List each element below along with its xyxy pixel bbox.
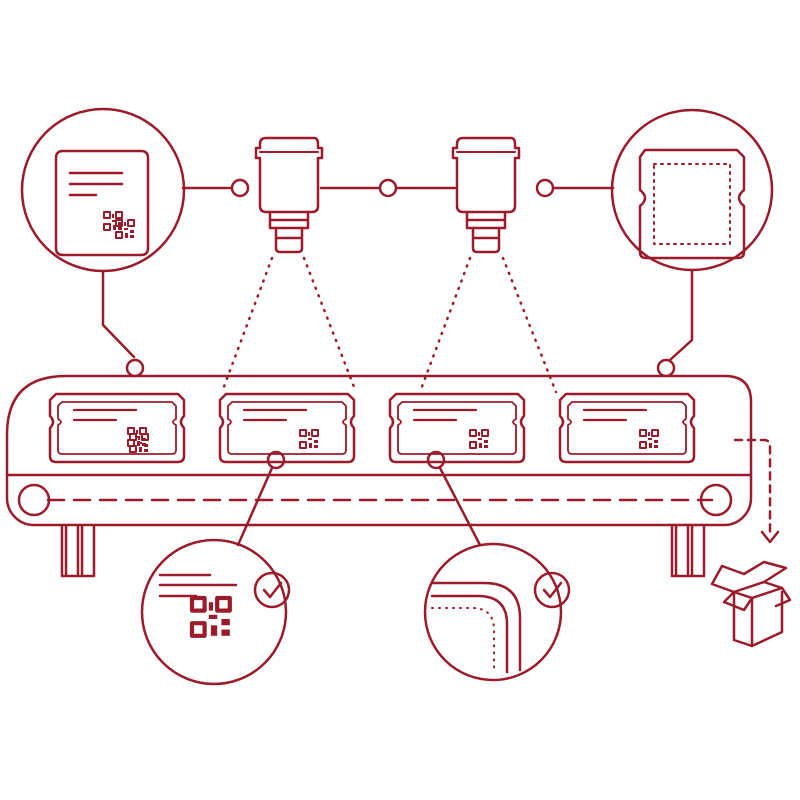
right-roller [699, 483, 733, 517]
qr-check-callout [140, 450, 291, 686]
camera-1-field-of-view [220, 256, 358, 394]
belt-label-2 [218, 392, 356, 464]
machine-vision-camera-icon [254, 136, 324, 214]
edge-corner-inner [430, 594, 509, 674]
label-input-callout [20, 107, 186, 378]
camera-2 [451, 136, 521, 254]
left-roller [17, 483, 51, 517]
open-box-icon [710, 560, 792, 648]
camera-1 [254, 136, 324, 254]
edge-check-callout [423, 450, 571, 682]
qr-code-icon [299, 429, 319, 449]
belt-outline [5, 374, 753, 527]
conveyor-belt [5, 374, 753, 578]
label-sheet-icon [54, 149, 150, 257]
qr-code-icon [192, 598, 230, 636]
edge-corner-dotted [431, 607, 495, 669]
belt-label-4 [558, 392, 696, 464]
die-cut-outline-icon [638, 148, 746, 260]
machine-vision-camera-icon [451, 136, 521, 214]
camera-2-field-of-view [418, 256, 558, 394]
qr-code-icon [639, 429, 659, 449]
output-arrow [733, 438, 780, 544]
camera-link [181, 178, 615, 198]
qr-code-icon [469, 429, 489, 449]
belt-label-1 [48, 392, 186, 464]
die-cut-callout [610, 108, 774, 378]
left-leg [60, 523, 96, 578]
edge-corner-outer [430, 581, 522, 672]
right-leg [670, 523, 706, 578]
belt-label-3 [388, 392, 526, 464]
checkmark-icon [253, 571, 291, 609]
checkmark-icon [533, 571, 571, 609]
